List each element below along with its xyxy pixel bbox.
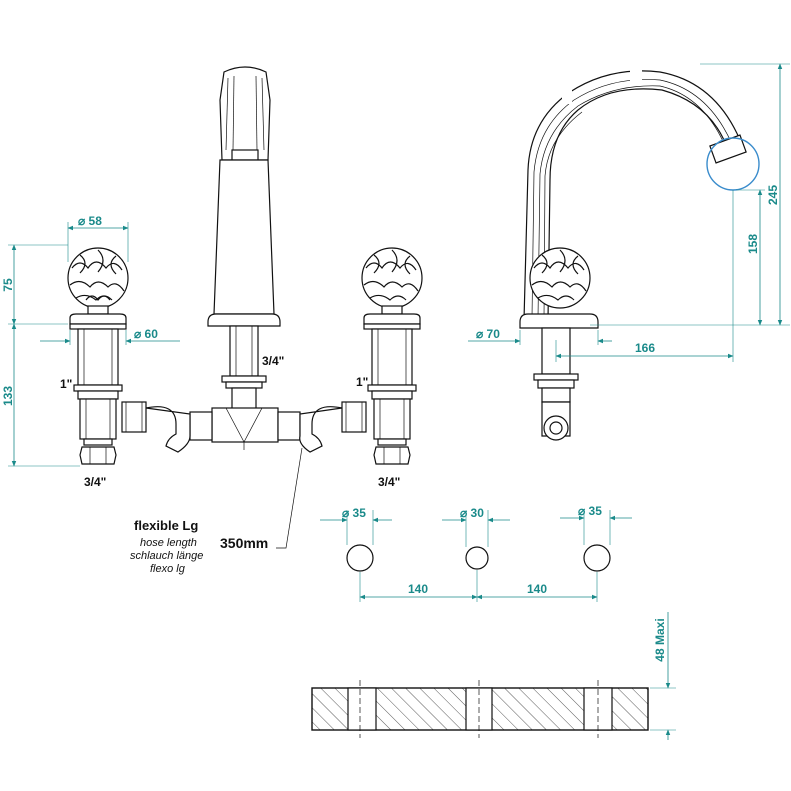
dim-height-158: 158 [746,234,760,254]
dim-diameter-58: ⌀ 58 [78,214,102,228]
dim-hole-35-left: ⌀ 35 [342,506,366,520]
hose-label-it: flexo lg [150,563,186,575]
dim-height-133: 133 [1,386,15,406]
dim-spacing-140-left: 140 [408,582,428,596]
dim-hole-30: ⌀ 30 [460,506,484,520]
dimension-lines [8,63,790,549]
thread-label-1in-left: 1" [60,377,72,391]
dim-diameter-60: ⌀ 60 [134,327,158,341]
dim-width-166: 166 [635,341,655,355]
side-view-spout [519,70,747,441]
left-valve [67,247,129,465]
thread-label-spout: 3/4" [262,354,284,368]
flexible-hoses [121,401,367,453]
center-spout [189,66,301,450]
dim-spacing-140-right: 140 [527,582,547,596]
thread-label-1in-right: 1" [356,375,368,389]
dim-hole-35-right: ⌀ 35 [578,504,602,518]
thread-label-right: 3/4" [378,475,400,489]
deck-section [311,612,676,740]
right-valve [361,247,423,465]
dim-height-245: 245 [766,185,780,205]
dim-max-48: 48 Maxi [653,618,667,661]
dim-height-75: 75 [1,278,15,292]
hose-title: flexible Lg [134,518,198,533]
thread-label-left: 3/4" [84,475,106,489]
hose-label-de: schlauch länge [130,550,203,562]
hose-length: 350mm [220,535,268,551]
hole-pattern [320,510,632,602]
hose-label-en: hose length [140,537,197,549]
left-handle-knob [67,247,129,315]
right-handle-knob [361,247,423,315]
dim-diameter-70: ⌀ 70 [476,327,500,341]
